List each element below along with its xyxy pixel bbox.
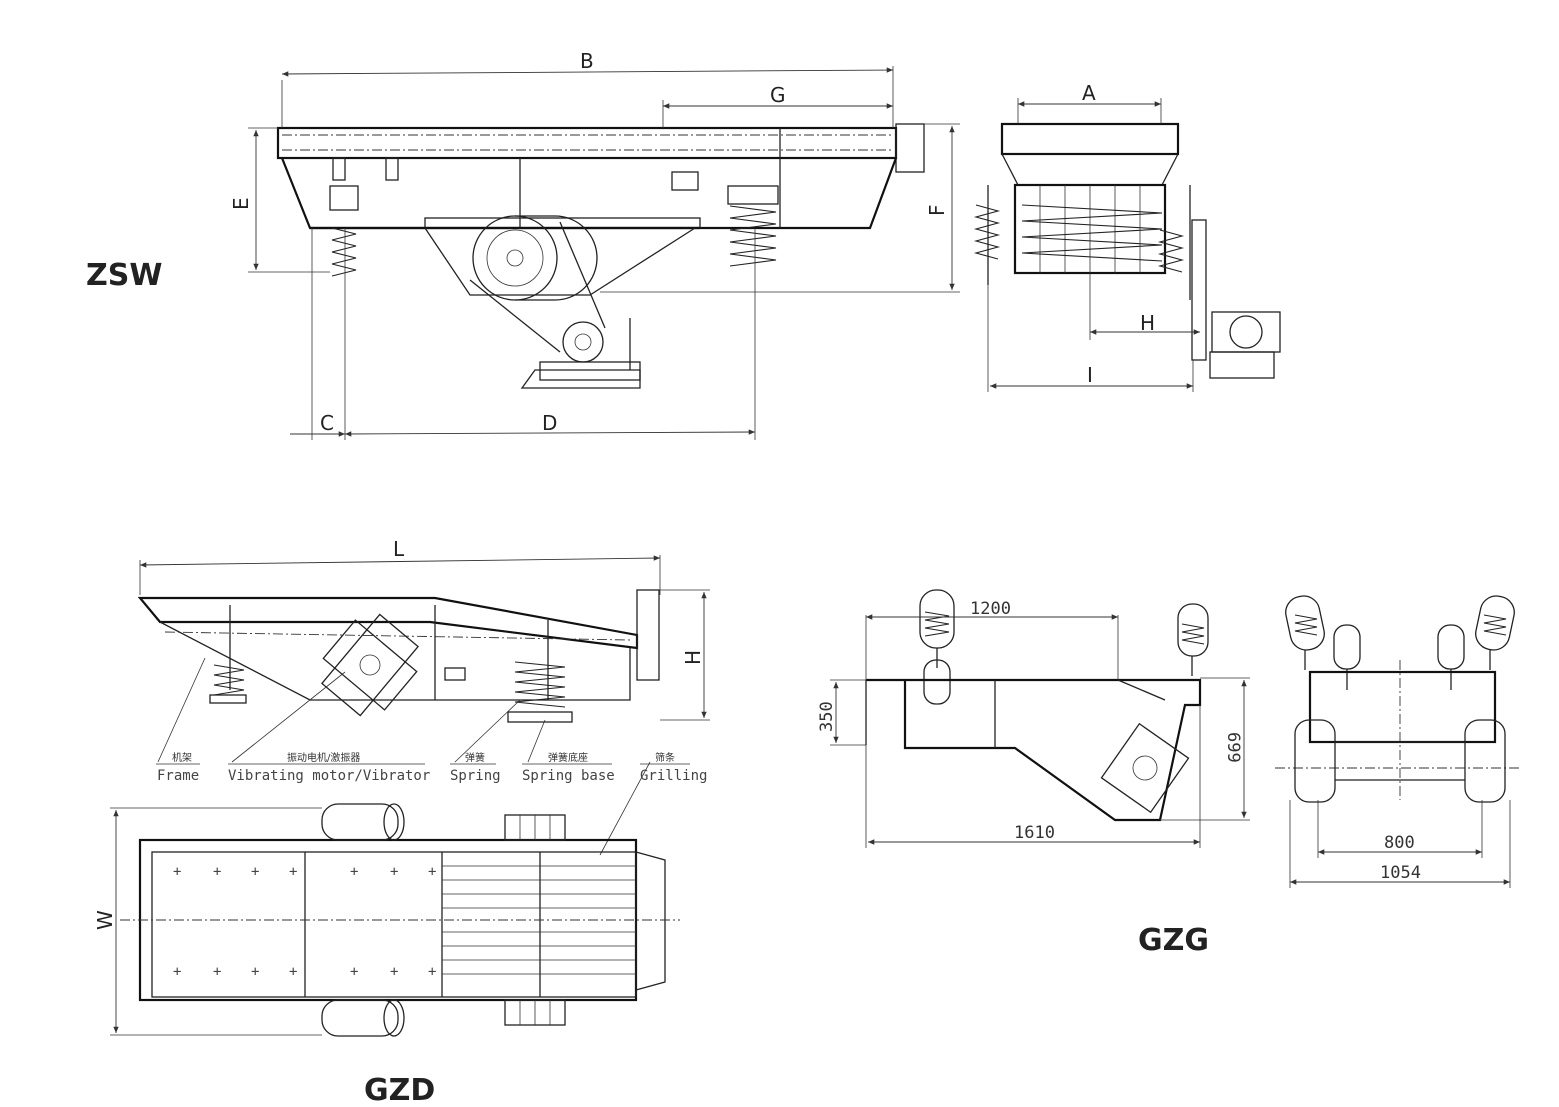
gzg-dim-1054: 1054: [1380, 863, 1421, 883]
svg-text:+: +: [350, 864, 358, 880]
svg-text:+: +: [350, 964, 358, 980]
gzg-model-label: GZG: [1138, 923, 1209, 958]
zsw-dim-i: I: [1087, 363, 1093, 387]
gzd-dim-w: W: [93, 910, 117, 930]
gzd-label-vibrator-en: Vibrating motor/Vibrator: [228, 768, 430, 784]
gzd-dim-l: L: [393, 537, 405, 561]
gzg-dim-350: 350: [817, 701, 837, 732]
zsw-dim-e: E: [229, 197, 253, 210]
svg-text:+: +: [390, 964, 398, 980]
zsw-dim-b: B: [580, 49, 594, 73]
gzg-dim-1200: 1200: [970, 599, 1011, 619]
gzd-label-frame-en: Frame: [157, 768, 199, 784]
gzg-end-view: 800 1054: [1275, 595, 1520, 888]
svg-text:+: +: [289, 964, 297, 980]
zsw-dim-g: G: [770, 83, 786, 107]
zsw-model-label: ZSW: [86, 258, 162, 293]
gzd-label-springbase-cn: 弹簧底座: [548, 751, 588, 764]
gzd-dim-h: H: [681, 650, 705, 665]
gzd-plan-view: + + + + + + + + + + + + + + W: [93, 803, 680, 1037]
gzd-side-view: L H: [137, 537, 710, 856]
svg-text:+: +: [390, 864, 398, 880]
gzg-dim-1610: 1610: [1014, 823, 1055, 843]
gzg-dim-800: 800: [1384, 833, 1415, 853]
svg-text:+: +: [289, 864, 297, 880]
svg-text:+: +: [213, 864, 221, 880]
gzd-model-label: GZD: [364, 1073, 435, 1107]
svg-text:+: +: [428, 864, 436, 880]
zsw-side-view: B G E F C D: [229, 49, 960, 440]
gzd-label-spring-cn: 弹簧: [465, 751, 485, 764]
gzd-label-grilling-en: Grilling: [640, 768, 707, 784]
gzd-label-vibrator-cn: 振动电机/激振器: [287, 751, 360, 764]
svg-text:+: +: [213, 964, 221, 980]
svg-text:+: +: [173, 964, 181, 980]
svg-text:+: +: [251, 864, 259, 880]
zsw-dim-a: A: [1082, 81, 1096, 105]
gzg-side-view: 1200 350 699 1610: [817, 589, 1250, 848]
svg-text:+: +: [251, 964, 259, 980]
gzd-label-grilling-cn: 筛条: [655, 751, 675, 764]
gzd-label-frame-cn: 机架: [172, 751, 192, 764]
gzd-label-springbase-en: Spring base: [522, 768, 615, 784]
svg-text:+: +: [173, 864, 181, 880]
zsw-dim-d: D: [542, 411, 557, 435]
zsw-dim-f: F: [925, 204, 949, 216]
svg-text:+: +: [428, 964, 436, 980]
zsw-dim-c: C: [320, 411, 334, 435]
gzg-dim-699: 699: [1223, 732, 1243, 763]
gzd-label-spring-en: Spring: [450, 768, 501, 784]
zsw-end-view: A H I: [973, 81, 1281, 392]
zsw-dim-h: H: [1140, 311, 1155, 335]
